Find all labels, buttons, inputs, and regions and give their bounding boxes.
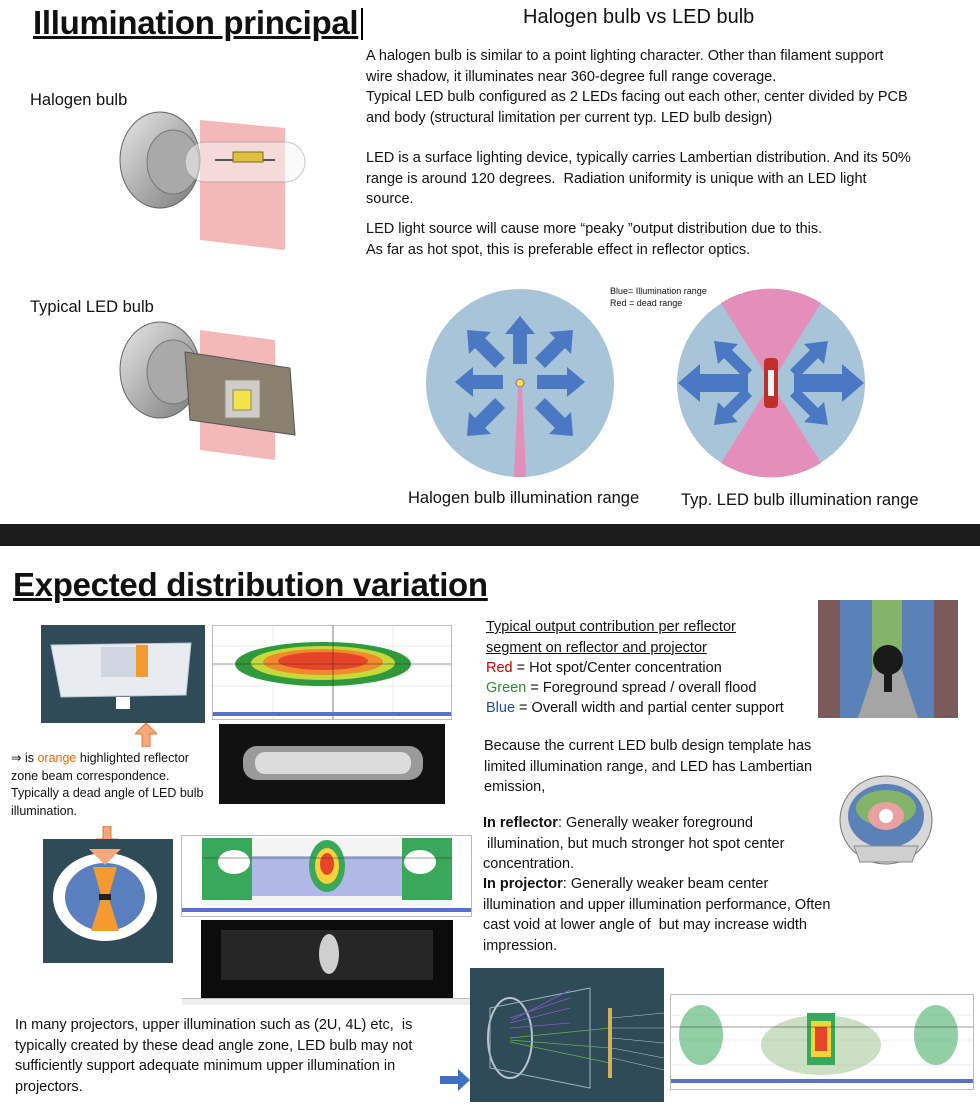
plot-axis-strip [182, 998, 470, 1005]
legend-line-1: Blue= Illumination range [610, 286, 707, 296]
up-arrow-orange [135, 723, 157, 747]
legend-line-2: Red = dead range [610, 298, 683, 308]
projector-photo [43, 839, 173, 963]
caption-led: Typ. LED bulb illumination range [681, 491, 919, 509]
reflector-photo [41, 625, 205, 723]
paragraph-2: LED is a surface lighting device, typica… [366, 150, 911, 207]
grayscale-beam-2 [201, 920, 453, 998]
led-illumination-diagram [677, 288, 865, 478]
beam-pattern-plot-1 [212, 625, 452, 720]
led-label: Typical LED bulb [30, 298, 154, 316]
slide1-title: Illumination principal [33, 4, 359, 41]
slide2-title: Expected distribution variation [13, 566, 488, 603]
reflector-explanation: In reflector: Generally weaker foregroun… [483, 815, 785, 872]
caption-halogen: Halogen bulb illumination range [408, 489, 640, 507]
slide-illumination-principal: Illumination principal Halogen bulb vs L… [0, 0, 980, 525]
beam-pattern-plot-3 [670, 994, 974, 1090]
halogen-illumination-diagram [426, 289, 614, 477]
legend-blue: Blue = Overall width and partial center … [486, 700, 784, 716]
halogen-bulb-illustration [119, 111, 306, 250]
right-arrow-blue [440, 1069, 470, 1091]
reflector-segment-diagram [818, 600, 958, 718]
slide-expected-distribution: Expected distribution variation [0, 546, 980, 1106]
legend-green: Green = Foreground spread / overall floo… [486, 680, 757, 696]
halogen-label: Halogen bulb [30, 91, 128, 109]
grayscale-beam-1 [219, 724, 445, 804]
orange-word: orange [37, 751, 77, 765]
legend-red: Red = Hot spot/Center concentration [486, 660, 722, 676]
projector-ray-trace [470, 968, 665, 1102]
paragraph-3: LED light source will cause more “peaky … [366, 221, 823, 258]
slide1-subtitle: Halogen bulb vs LED bulb [523, 6, 755, 28]
contrib-heading: Typical output contribution per reflecto… [486, 619, 736, 656]
because-text: Because the current LED bulb design temp… [484, 738, 813, 795]
projector-explanation: In projector: Generally weaker beam cent… [483, 876, 831, 954]
bottom-text: In many projectors, upper illumination s… [15, 1017, 413, 1095]
title-cursor [361, 8, 363, 40]
paragraph-1: A halogen bulb is similar to a point lig… [366, 48, 908, 126]
arrow-note: ⇒ is orange highlighted reflector zone b… [11, 751, 204, 818]
beam-pattern-plot-2 [181, 835, 472, 917]
reflector-color-photo [839, 775, 933, 865]
led-bulb-illustration [119, 321, 296, 460]
slide-separator [0, 524, 980, 546]
